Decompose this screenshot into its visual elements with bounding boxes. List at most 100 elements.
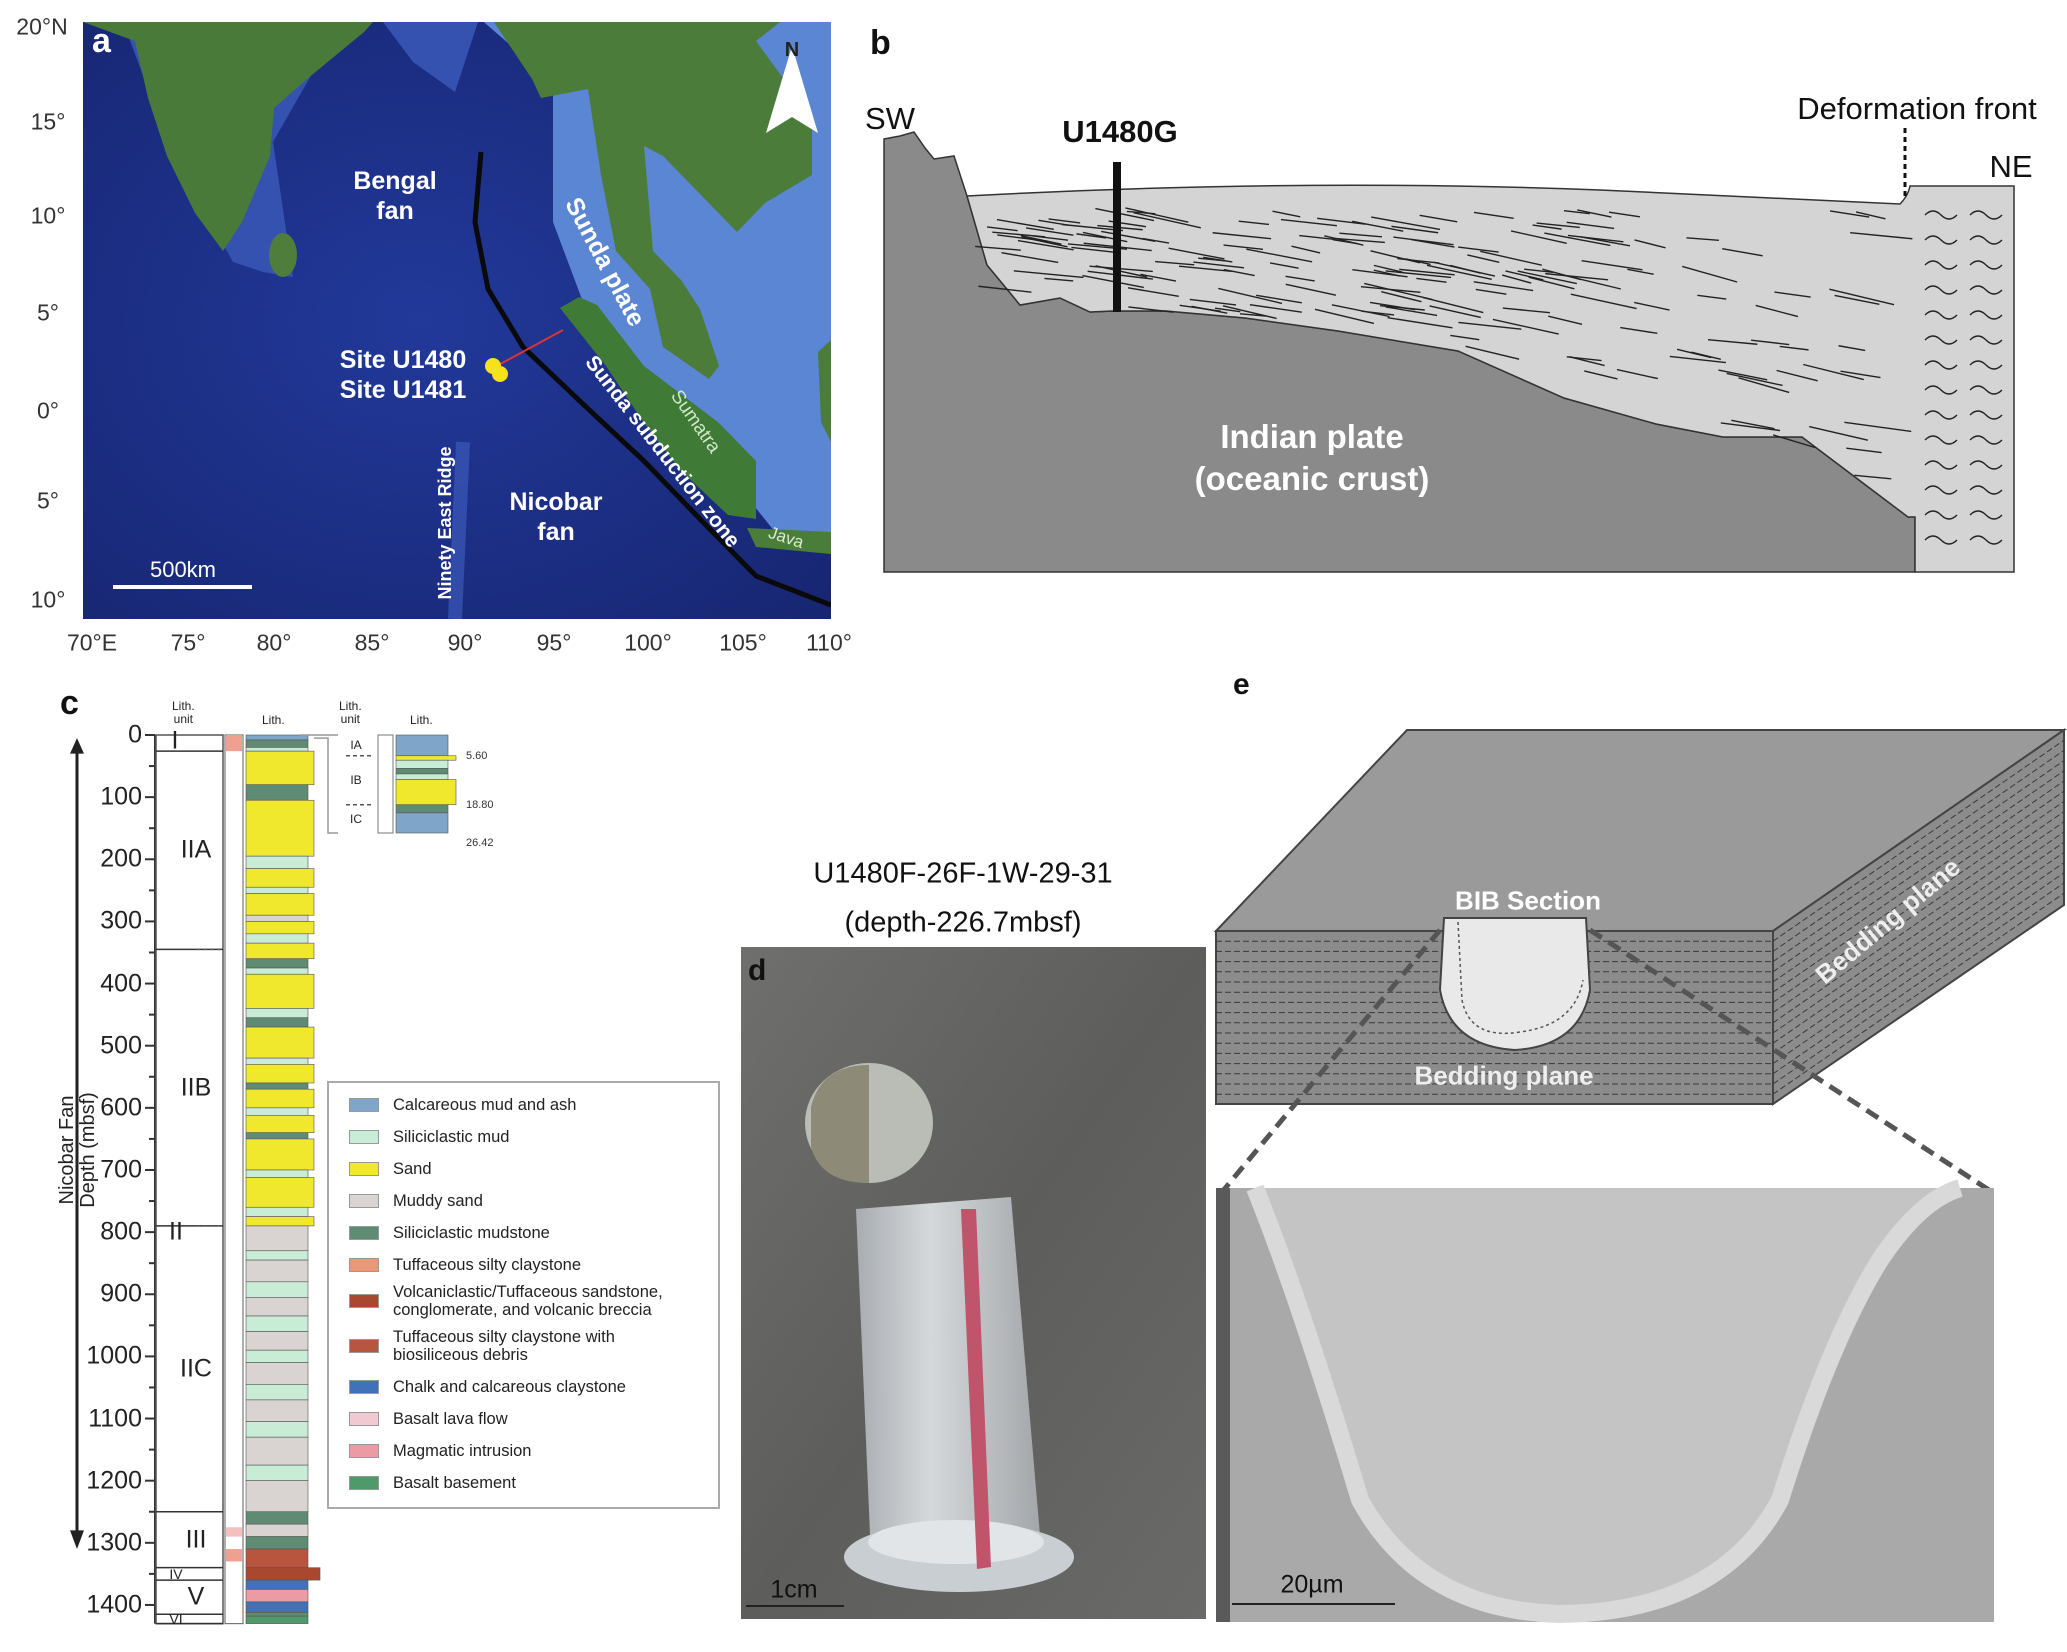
stratum-line (1360, 286, 1421, 294)
stratum-line (1834, 294, 1880, 306)
lithology-layer (245, 942, 315, 960)
stratum-line (1686, 237, 1719, 242)
stratum-line (1048, 218, 1081, 224)
wavy-stratum (1969, 435, 2003, 445)
lithology-column (70, 734, 457, 1625)
stratum-line (1524, 268, 1554, 274)
lithology-layer (245, 1548, 309, 1568)
wavy-stratum (1924, 460, 1958, 470)
legend-item: Sand (349, 1160, 718, 1178)
inset-unit-label: IC (350, 811, 362, 826)
wavy-stratum (1969, 535, 2003, 545)
legend-item: Muddy sand (349, 1192, 718, 1210)
plate-line2: (oceanic crust) (1194, 460, 1430, 497)
indian-plate-label: Indian plate(oceanic crust) (1195, 416, 1430, 500)
panel-label-b: b (870, 24, 891, 62)
longitude-label: 95° (536, 629, 572, 656)
zoom-line-right (1588, 927, 1994, 1195)
stratum-line (992, 231, 1046, 238)
lithology-layer (245, 1281, 309, 1298)
wavy-stratum (1969, 285, 2003, 295)
stratum-line (978, 285, 1032, 293)
stratum-line (1577, 209, 1612, 218)
depth-label: 1400 (86, 1590, 142, 1619)
stratum-line (1291, 245, 1321, 254)
stratum-line (1076, 233, 1107, 239)
stratum-line (1179, 304, 1221, 312)
cross-section (883, 128, 2015, 573)
stratum-line (1361, 310, 1395, 316)
depth-label: 400 (100, 969, 142, 998)
stratum-line (1776, 369, 1818, 382)
stratum-line (1429, 305, 1481, 319)
lithology-layer (245, 1250, 309, 1261)
stratum-line (1280, 218, 1337, 227)
wavy-stratum (1924, 385, 1958, 395)
depth-label: 300 (100, 906, 142, 935)
lithology-layer (245, 1421, 309, 1438)
depth-label: 1200 (86, 1466, 142, 1495)
latitude-label: 10° (30, 586, 66, 613)
lithology-layer (245, 747, 309, 752)
lithology-layer (245, 921, 315, 935)
panel-label-a: a (92, 22, 111, 60)
depth-label: 700 (100, 1155, 142, 1184)
latitude-label: 10° (30, 202, 66, 229)
inset-unit-label: IB (350, 773, 362, 788)
southeast-asia-landmass (494, 22, 812, 379)
sw-label: SW (865, 101, 915, 136)
stratum-line (1691, 351, 1721, 361)
stratum-line (1155, 260, 1195, 266)
wavy-stratum (1969, 210, 2003, 220)
header-lith-unit: Lith.unit (172, 700, 195, 726)
stratum-line (1017, 239, 1074, 251)
stratum-line (1548, 315, 1583, 325)
lithology-layer (245, 734, 309, 741)
inset-layer (395, 755, 457, 761)
lithology-layer (245, 1088, 315, 1109)
ninety-east-ridge (448, 441, 470, 619)
lithology-layer (245, 1601, 309, 1613)
stratum-line (1779, 345, 1809, 351)
stratum-line (1285, 275, 1315, 282)
marker-band (226, 735, 242, 752)
stratum-line (1193, 261, 1245, 269)
stratum-line (1222, 305, 1277, 320)
bedding-line (1772, 821, 2065, 1024)
wavy-stratum (1969, 385, 2003, 395)
stratum-line (1071, 246, 1116, 254)
lithology-layer (245, 1464, 309, 1481)
photo-scale-label: 1cm (770, 1575, 818, 1604)
legend-item: Magmatic intrusion (349, 1442, 718, 1460)
stratum-line (1385, 270, 1452, 279)
stratum-line (1025, 227, 1074, 236)
borneo (818, 340, 831, 442)
stratum-line (1829, 288, 1895, 306)
legend-swatch (349, 1194, 379, 1208)
bedding-line (1772, 882, 2065, 1085)
longitude-label: 80° (256, 629, 292, 656)
legend-swatch (349, 1162, 379, 1176)
wavy-stratum (1924, 285, 1958, 295)
bedding-line (1772, 780, 2065, 983)
lithology-layer (245, 1177, 315, 1208)
inset-layer (395, 773, 449, 780)
stratum-line (1475, 288, 1507, 295)
wavy-stratum (1969, 235, 2003, 245)
depth-label: 600 (100, 1093, 142, 1122)
stratum-line (1731, 419, 1775, 430)
lithology-layer (245, 1107, 309, 1116)
stratum-line (1317, 217, 1366, 225)
stratum-line (1473, 211, 1514, 220)
stratum-line (1634, 301, 1670, 311)
sample-depth: (depth-226.7mbsf) (844, 906, 1082, 939)
depth-label: 1100 (88, 1404, 142, 1433)
inset-layer (395, 768, 449, 775)
stratum-line (1168, 247, 1225, 260)
lithology-layer (245, 1297, 309, 1317)
wavy-stratum (1924, 310, 1958, 320)
stratum-line (1532, 224, 1562, 230)
wavy-stratum (1969, 335, 2003, 345)
legend-swatch (349, 1294, 379, 1308)
inset-connector (300, 734, 338, 834)
